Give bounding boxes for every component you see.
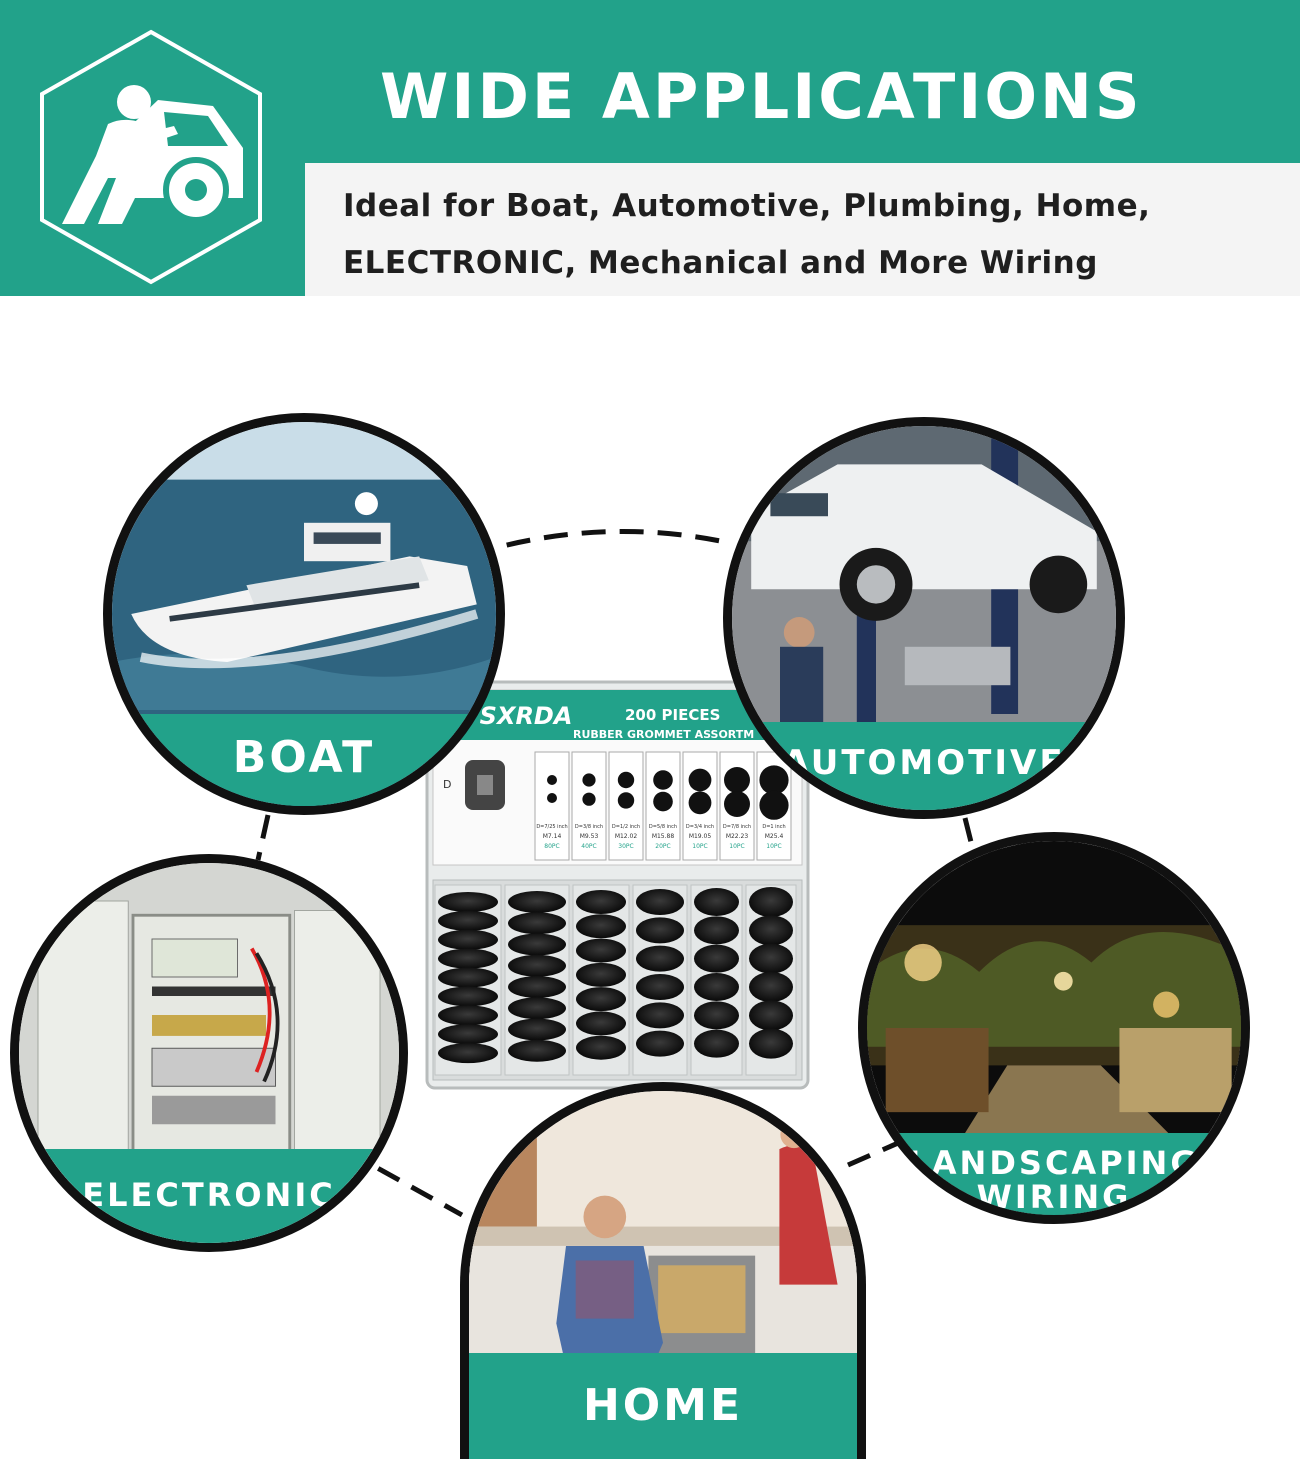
product-name: RUBBER GROMMET ASSORTM [573,728,754,741]
size-cell-text: M15.88 [652,833,675,840]
size-cell-text: M22.23 [726,833,749,840]
grommet [508,1018,566,1041]
subtitle-line-2: ELECTRONIC, Mechanical and More Wiring [343,245,1098,281]
grommet [749,972,793,1002]
grommet [576,1011,626,1036]
grommet [749,887,793,917]
page-title: WIDE APPLICATIONS [380,60,1143,133]
automotive-label: AUTOMOTIVE [782,743,1066,784]
header-subtitle-panel [305,163,1300,296]
boat-circle: BOAT [103,413,505,815]
home-label: HOME [582,1380,744,1432]
product-pieces: 200 PIECES [625,706,720,724]
grommet [576,938,626,963]
landscaping-circle: LANDSCAPING WIRING [858,832,1250,1224]
grommet [749,915,793,946]
grommet [438,986,498,1007]
size-cell-text: M7.14 [543,833,562,840]
size-cell-text: 10PC [692,843,707,850]
mechanic-car-icon [40,29,262,285]
size-cell-text: D=7/8 inch [723,824,751,830]
grommet [636,1030,684,1057]
size-cell-text: D=7/25 inch [536,824,567,830]
electronic-circle: ELECTRONIC [10,854,408,1252]
size-cell-text: M25.4 [765,833,784,840]
size-cell-text: 80PC [544,843,559,850]
grommet [438,929,498,950]
grommet [694,944,739,973]
size-cell-text: M12.02 [615,833,638,840]
size-cell-text: M19.05 [689,833,712,840]
size-cell-text: D=1 inch [762,824,785,830]
boat-label-band: BOAT [112,714,496,806]
subtitle-line-1: Ideal for Boat, Automotive, Plumbing, Ho… [343,188,1151,224]
grommet [438,1024,498,1045]
grommet [438,948,498,969]
size-cell-text: 30PC [618,843,633,850]
grommet [438,1005,498,1026]
boat-label: BOAT [232,731,376,783]
grommet [508,912,566,935]
landscaping-label: LANDSCAPING WIRING [908,1144,1200,1216]
grommet [576,987,626,1012]
size-cell-text: 40PC [581,843,596,850]
size-cell-text: D=5/8 inch [649,824,677,830]
grommet [438,910,498,931]
grommet [438,892,498,912]
grommet [508,997,566,1020]
size-cell-text: M9.53 [580,833,599,840]
size-cell-text: D=3/4 inch [686,824,714,830]
grommet [636,1002,684,1029]
grommet [636,945,684,972]
size-cell-text: 10PC [729,843,744,850]
grommet [694,1001,739,1030]
electronic-label: ELECTRONIC [82,1176,336,1215]
grommet [694,1029,739,1058]
grommet [438,1043,498,1064]
grommet [694,916,739,945]
electronic-label-band: ELECTRONIC [19,1149,399,1243]
grommet [749,1028,793,1059]
grommet [694,888,739,916]
automotive-label-band: AUTOMOTIVE [732,722,1116,810]
automotive-photo [732,426,1116,810]
home-label-band: HOME [469,1353,857,1459]
grommet [576,962,626,987]
grommet [576,890,626,914]
size-cell-text: D=3/8 inch [575,824,603,830]
grommet [636,889,684,915]
grommet [576,1035,626,1060]
grommet [438,967,498,988]
automotive-circle: AUTOMOTIVE [723,417,1125,819]
grommet [749,943,793,974]
grommet [636,974,684,1000]
grommet [694,973,739,1001]
grommet [508,976,566,998]
grommet [508,933,566,956]
size-cell-text: 20PC [655,843,670,850]
landscaping-label-band: LANDSCAPING WIRING [867,1133,1241,1216]
home-circle: HOME [460,1082,866,1459]
grommet [576,914,626,939]
grommet [749,1000,793,1031]
grommet [508,954,566,977]
grommet [636,917,684,944]
size-cell-text: D=1/2 inch [612,824,640,830]
size-cell-text: 10PC [766,843,781,850]
grommet [508,1039,566,1062]
grommet [508,891,566,913]
